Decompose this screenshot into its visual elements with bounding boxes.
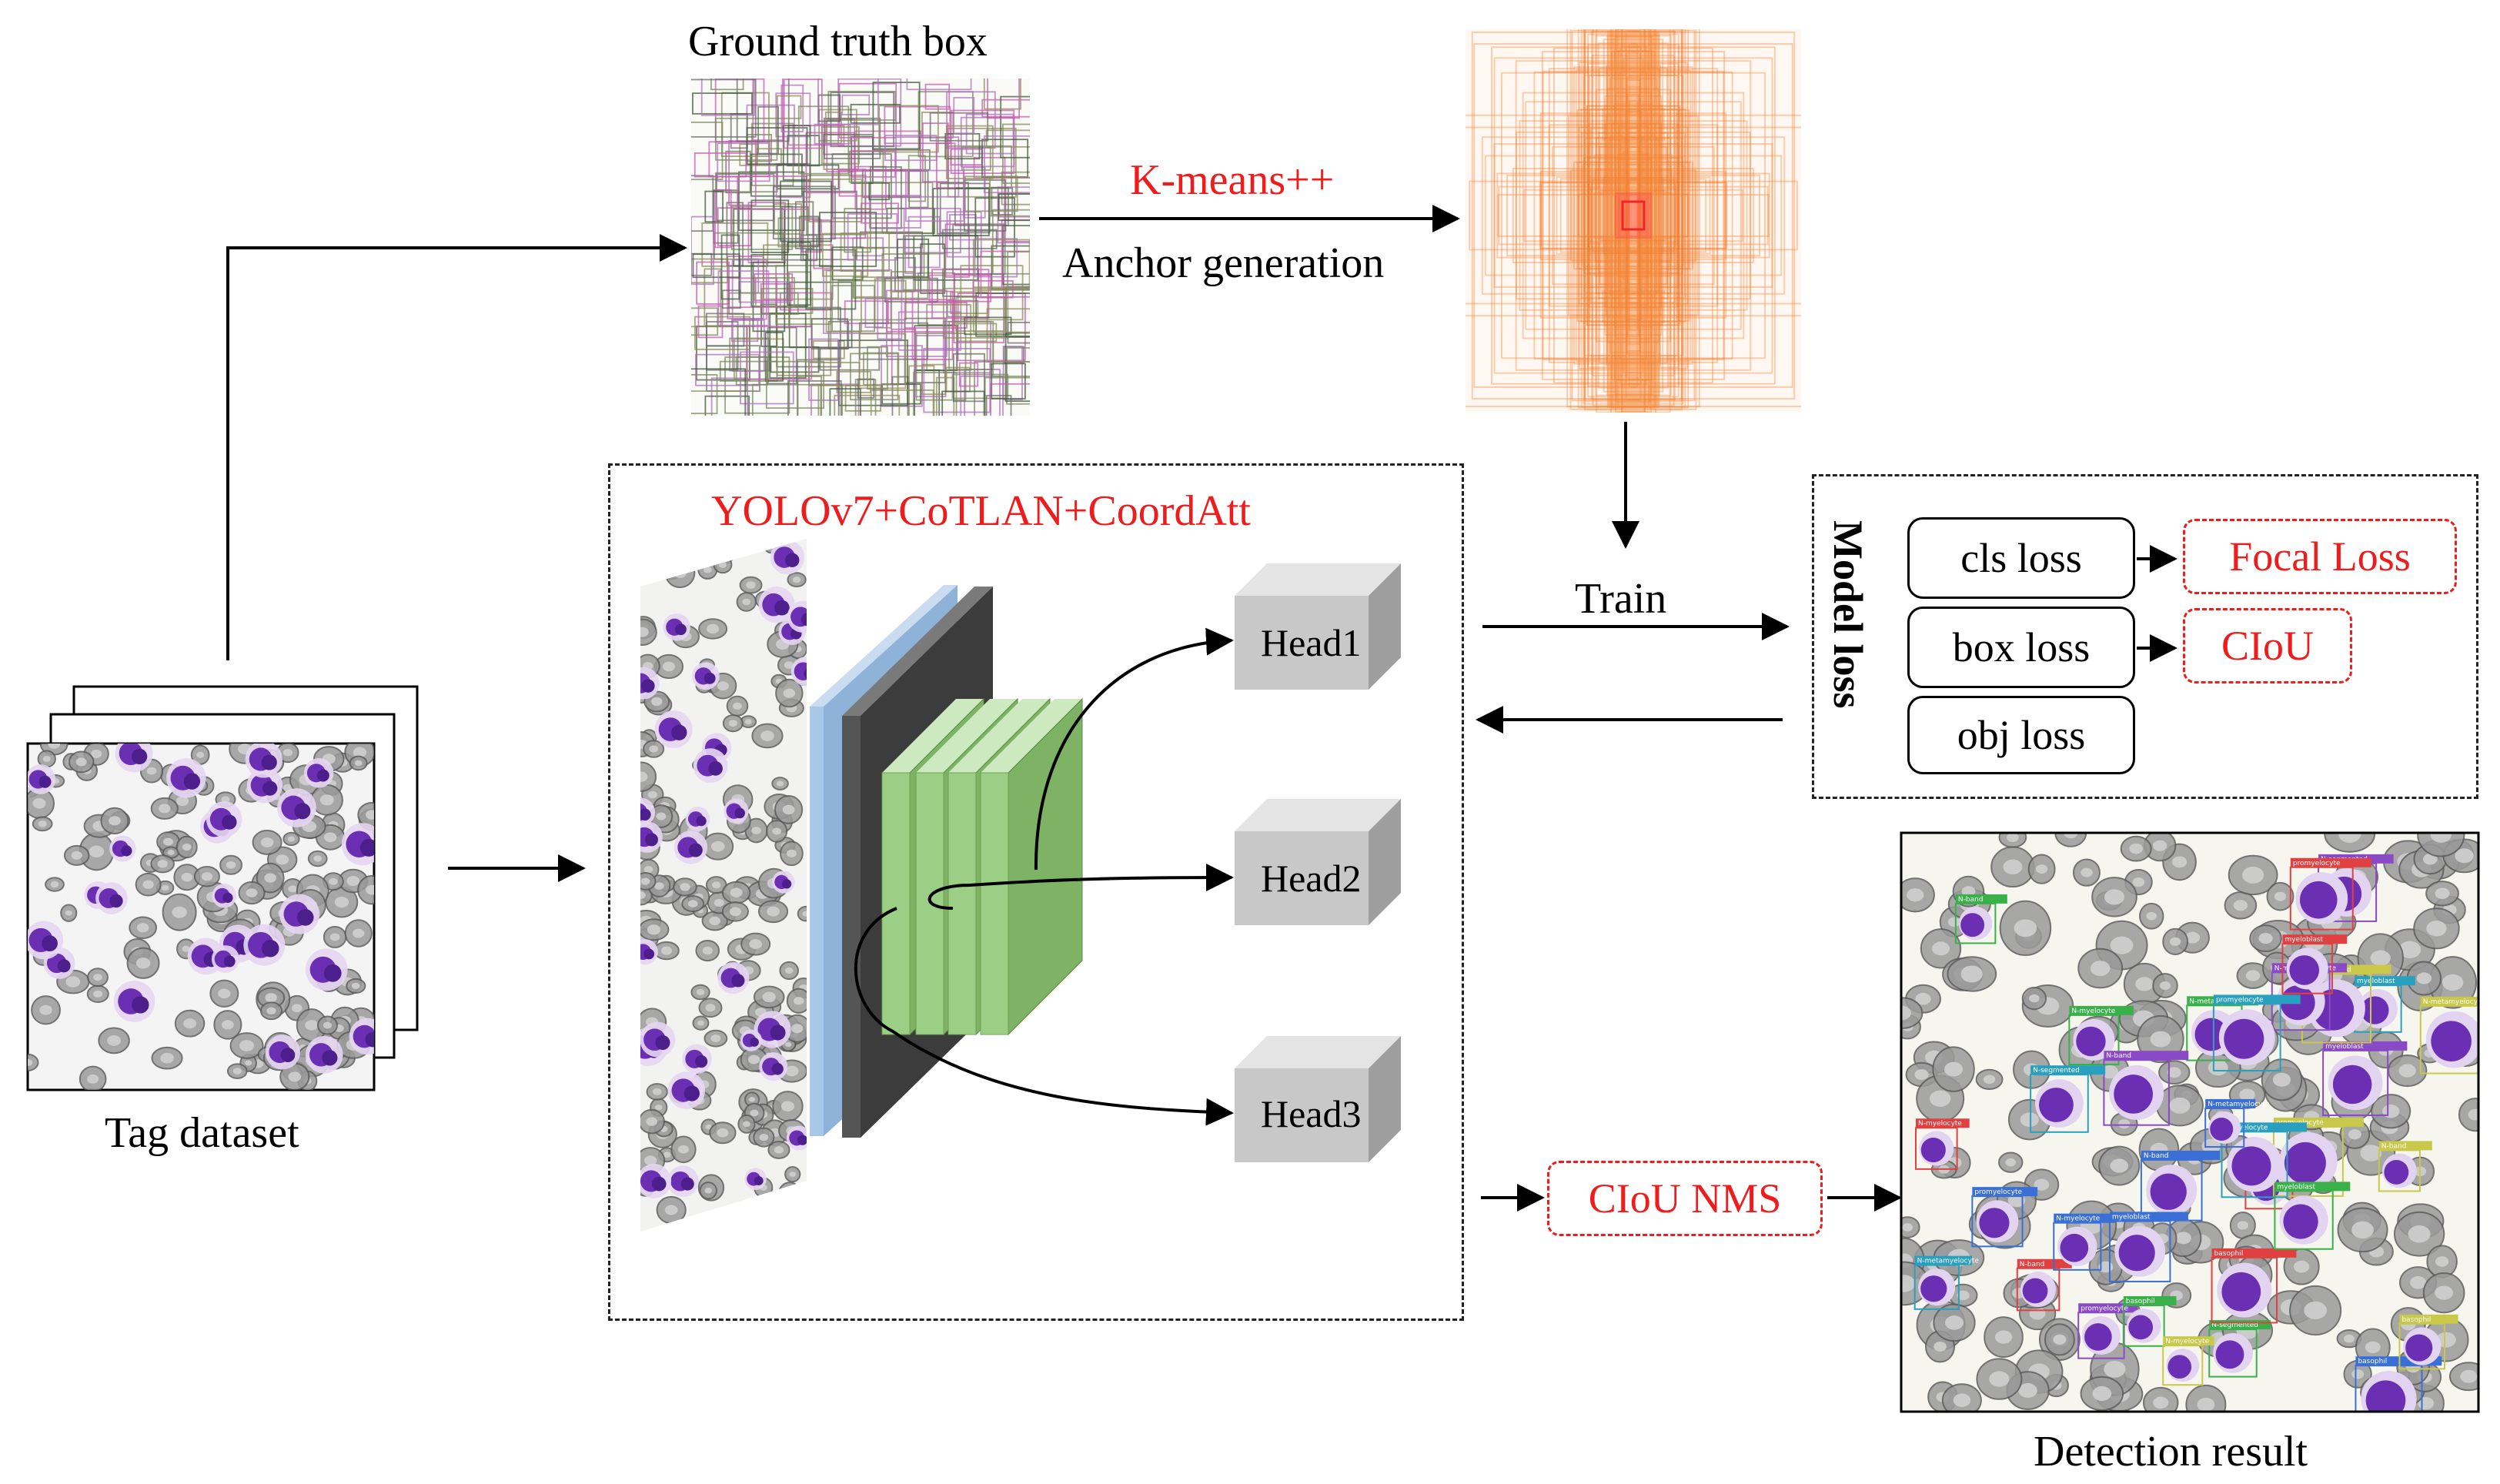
detection-tag-text: promyelocyte bbox=[1974, 1188, 2022, 1196]
ground-truth-box-image bbox=[691, 79, 1030, 416]
anchor-boxes-image bbox=[1466, 29, 1801, 413]
neck-layers bbox=[881, 697, 1083, 1036]
detection-tag-text: promyelocyte bbox=[2293, 860, 2341, 867]
obj-loss-box: obj loss bbox=[1907, 696, 2135, 774]
detection-tag-text: basophil bbox=[2358, 1358, 2387, 1365]
detection-tag-text: N-myelocyte bbox=[2224, 1124, 2268, 1131]
detection-result-image: N-bandN-segmentedN-metamyelocytepromyelo… bbox=[1900, 831, 2485, 1413]
detection-tag-text: N-band bbox=[2381, 1142, 2407, 1150]
detection-tag-text: N-myelocyte bbox=[2056, 1215, 2100, 1223]
ciou-loss-box: CIoU bbox=[2183, 608, 2352, 684]
detection-tag-text: N-band bbox=[2106, 1052, 2131, 1060]
detection-tag-text: N-band bbox=[1958, 896, 1984, 904]
detection-tag-text: myeloblast bbox=[2325, 1043, 2364, 1051]
model-loss-container bbox=[1812, 474, 2478, 799]
flow-arrows bbox=[226, 205, 2177, 1212]
detection-tag-text: myeloblast bbox=[2357, 978, 2395, 985]
detection-tag-text: myeloblast bbox=[2277, 1183, 2315, 1191]
tag-dataset-image bbox=[28, 744, 374, 1090]
head-connectors bbox=[854, 627, 1234, 1126]
detection-tag-text: N-myelocyte bbox=[2165, 1338, 2209, 1345]
detection-tag-text: basophil bbox=[2401, 1316, 2431, 1324]
detection-tag-text: N-myelocyte bbox=[2071, 1008, 2115, 1015]
detection-tag-text: promyelocyte bbox=[2216, 996, 2264, 1004]
detection-heads bbox=[1235, 563, 1401, 1162]
detection-tag-text: N-band bbox=[2020, 1261, 2045, 1268]
box-loss-box: box loss bbox=[1907, 607, 2135, 688]
detection-tag-text: myeloblast bbox=[2112, 1213, 2151, 1221]
ground-truth-title: Ground truth box bbox=[688, 18, 988, 65]
detection-tag-text: promyelocyte bbox=[2081, 1305, 2128, 1312]
detection-tag-text: N-segmented bbox=[2211, 1322, 2258, 1329]
detection-tag-text: myeloblast bbox=[2284, 936, 2323, 944]
head2-label: Head2 bbox=[1261, 857, 1362, 900]
cls-loss-box: cls loss bbox=[1907, 517, 2135, 599]
train-label: Train bbox=[1575, 575, 1667, 623]
detection-tag-text: N-metamyelocyte bbox=[1917, 1258, 1980, 1265]
detection-tag-text: N-metamyelocyte bbox=[2423, 998, 2485, 1006]
model-loss-title: Model loss bbox=[1825, 520, 1871, 709]
focal-loss-box: Focal Loss bbox=[2183, 519, 2457, 594]
detection-result-label: Detection result bbox=[2034, 1428, 2308, 1476]
ciou-nms-box: CIoU NMS bbox=[1547, 1161, 1823, 1236]
detection-tag-text: N-band bbox=[2144, 1152, 2169, 1160]
model-container bbox=[608, 463, 1464, 1321]
head3-label: Head3 bbox=[1261, 1092, 1362, 1135]
tag-dataset-label: Tag dataset bbox=[105, 1109, 299, 1157]
tag-dataset-stack bbox=[26, 685, 419, 1091]
detection-tag-text: N-metamyelocyte bbox=[2208, 1101, 2270, 1108]
head1-label: Head1 bbox=[1261, 621, 1362, 664]
detection-tag-text: N-myelocyte bbox=[1918, 1120, 1962, 1128]
anchor-generation-label: Anchor generation bbox=[1062, 239, 1385, 287]
detection-tag-text: basophil bbox=[2126, 1298, 2155, 1305]
kmeans-label: K-means++ bbox=[1130, 156, 1335, 204]
model-title: YOLOv7+CoTLAN+CoordAtt bbox=[711, 487, 1251, 535]
detection-tag-text: N-segmented bbox=[2033, 1067, 2080, 1075]
detection-tag-text: basophil bbox=[2214, 1250, 2244, 1258]
